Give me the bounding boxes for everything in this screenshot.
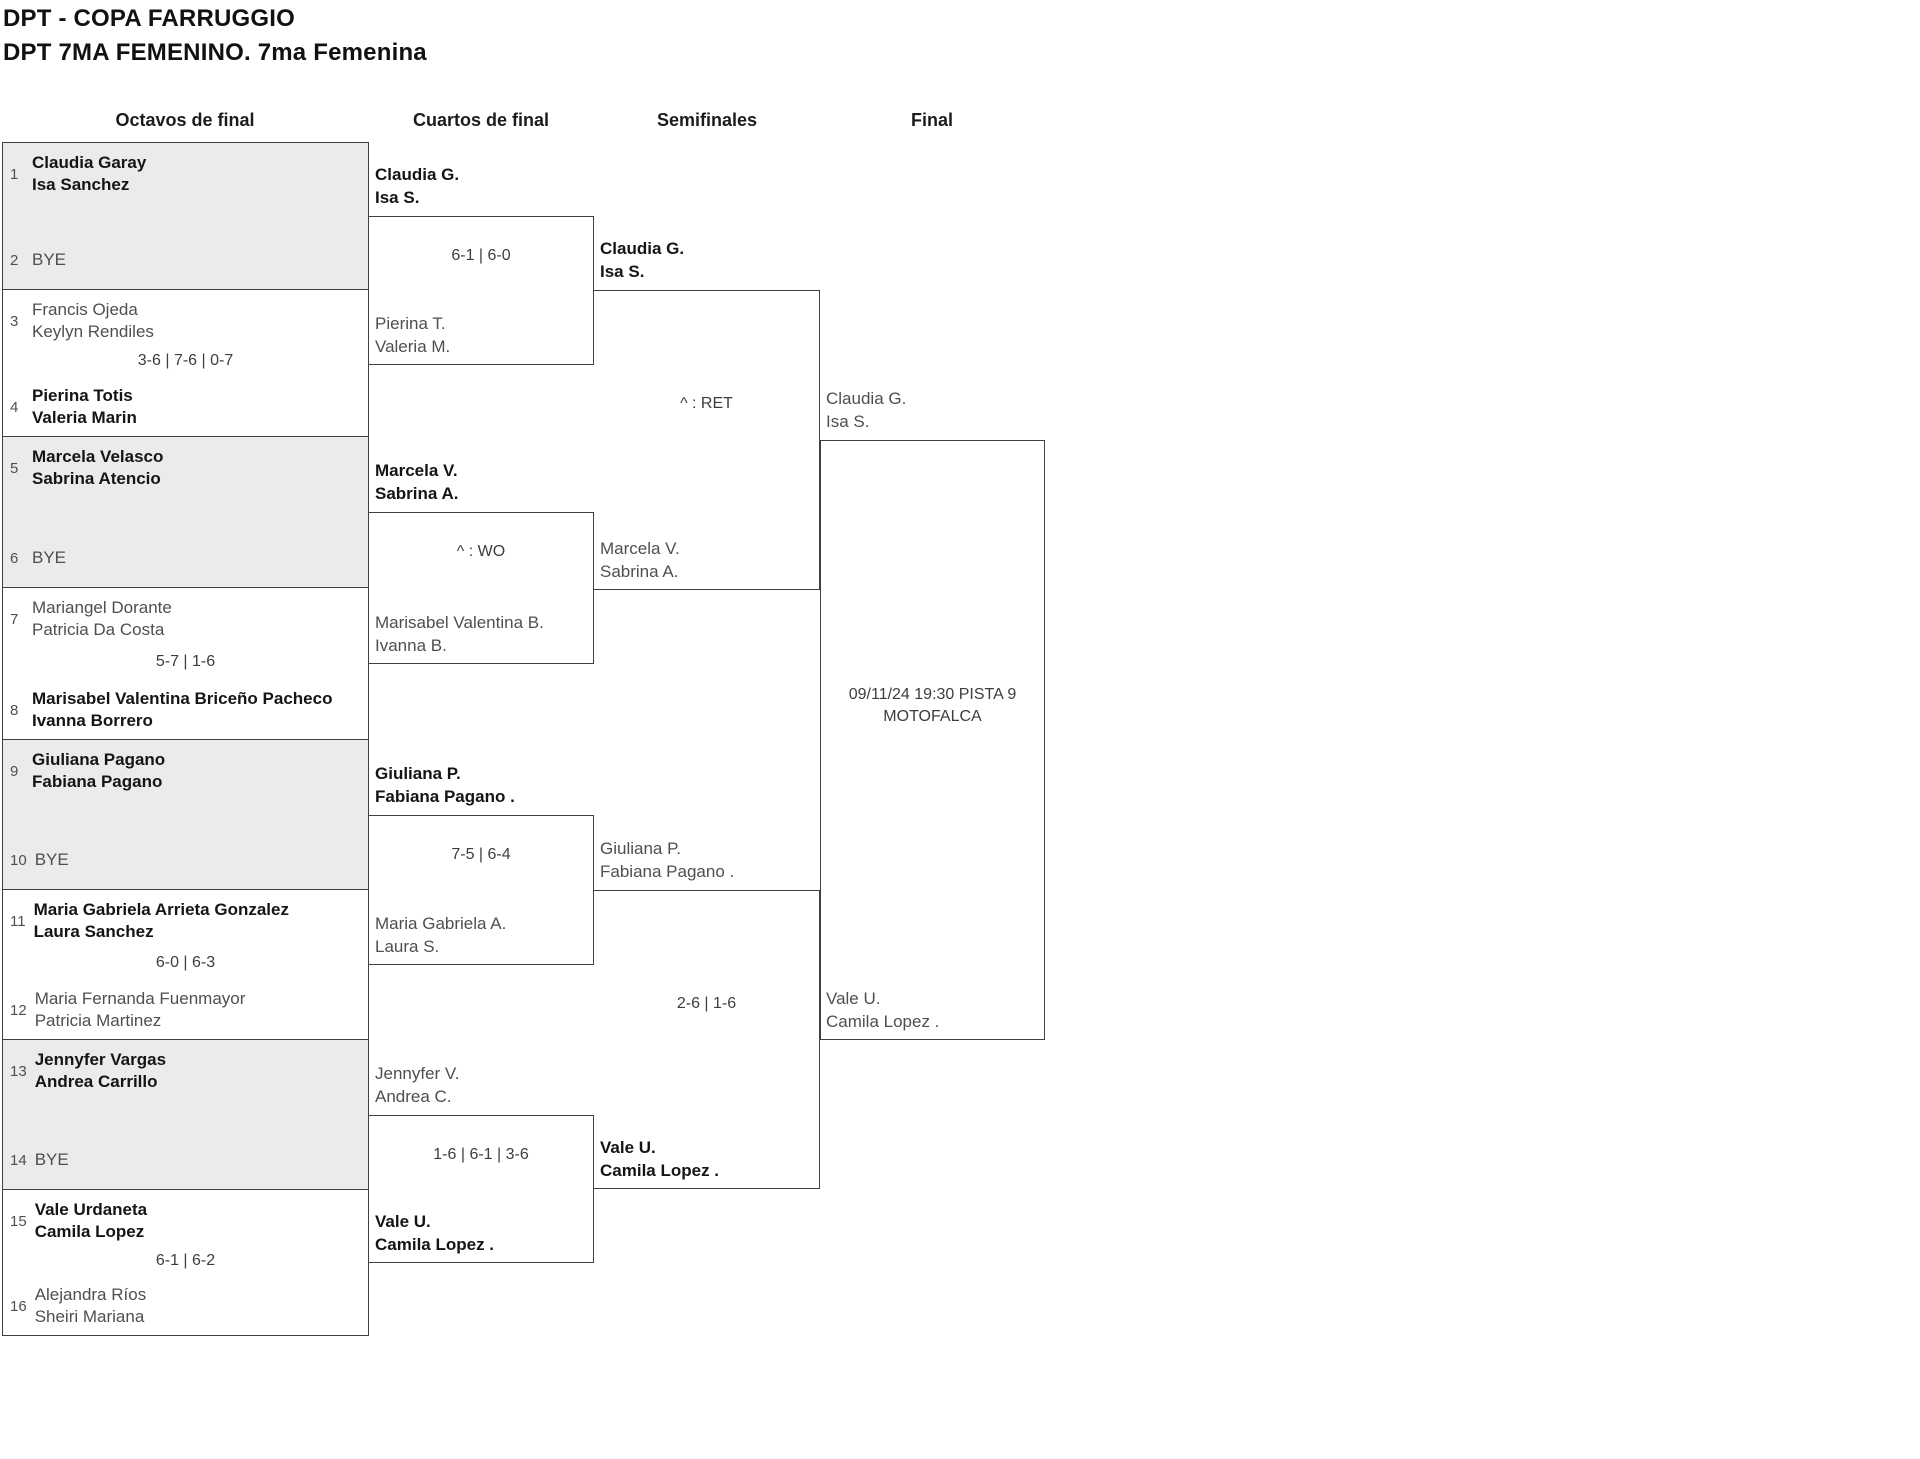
match-score: 2-6 | 1-6 bbox=[676, 995, 737, 1012]
sf-match-2[interactable]: 2-6 | 1-6 bbox=[594, 890, 820, 1189]
match-score: ^ : RET bbox=[680, 395, 733, 412]
tournament-title: DPT - COPA FARRUGGIO bbox=[3, 5, 295, 32]
sf-slot-team: Claudia G.Isa S. bbox=[600, 239, 685, 281]
qf-slot-team: Vale U.Camila Lopez . bbox=[375, 1212, 495, 1254]
seed-number: 16 bbox=[10, 1297, 27, 1315]
final-slot-team: Claudia G.Isa S. bbox=[826, 389, 907, 431]
seed-number: 3 bbox=[10, 312, 19, 330]
qf-slot-team: Maria Gabriela A.Laura S. bbox=[375, 914, 507, 956]
category-subtitle: DPT 7MA FEMENINO. 7ma Femenina bbox=[3, 39, 427, 66]
qf-match-4[interactable]: 1-6 | 6-1 | 3-6 bbox=[369, 1115, 594, 1263]
sf-match-1[interactable]: ^ : RET bbox=[594, 290, 820, 590]
bye-label: BYE bbox=[32, 548, 67, 567]
qf-slot-team: Pierina T.Valeria M. bbox=[375, 314, 451, 356]
team-row: 14 BYE bbox=[10, 1149, 361, 1171]
seed-number: 7 bbox=[10, 610, 19, 628]
qf-slot-team: Marcela V.Sabrina A. bbox=[375, 461, 459, 503]
match-score: 6-0 | 6-3 bbox=[155, 953, 216, 971]
seed-number: 10 bbox=[10, 851, 27, 869]
qf-slot-team: Giuliana P.Fabiana Pagano . bbox=[375, 764, 515, 806]
qf-match-2[interactable]: ^ : WO bbox=[369, 512, 594, 664]
team-row: 10 BYE bbox=[10, 849, 361, 871]
seed-number: 6 bbox=[10, 549, 19, 567]
match-score: ^ : WO bbox=[456, 543, 506, 560]
match-score: 3-6 | 7-6 | 0-7 bbox=[137, 352, 234, 369]
qf-match-1[interactable]: 6-1 | 6-0 bbox=[369, 216, 594, 365]
seed-number: 9 bbox=[10, 762, 19, 780]
seed-number: 14 bbox=[10, 1151, 27, 1169]
qf-slot-team: Marisabel Valentina B.Ivanna B. bbox=[375, 613, 544, 655]
match-score: 5-7 | 1-6 bbox=[155, 652, 216, 670]
sf-slot-team: Giuliana P.Fabiana Pagano . bbox=[600, 839, 735, 881]
seed-number: 13 bbox=[10, 1062, 27, 1080]
sf-slot-team: Vale U.Camila Lopez . bbox=[600, 1138, 720, 1180]
match-score: 6-1 | 6-0 bbox=[451, 247, 511, 264]
match-score: 6-1 | 6-2 bbox=[155, 1251, 216, 1269]
round-header-final: Final bbox=[910, 110, 953, 130]
bye-label: BYE bbox=[32, 250, 67, 269]
seed-number: 1 bbox=[10, 165, 19, 183]
seed-number: 4 bbox=[10, 398, 19, 416]
round-header-cuartos: Cuartos de final bbox=[412, 110, 550, 130]
round-header-semifinales: Semifinales bbox=[656, 110, 758, 130]
match-score: 7-5 | 6-4 bbox=[451, 846, 511, 863]
seed-number: 2 bbox=[10, 251, 19, 269]
bye-label: BYE bbox=[34, 1150, 69, 1169]
match-score: 1-6 | 6-1 | 3-6 bbox=[433, 1146, 529, 1163]
qf-match-3[interactable]: 7-5 | 6-4 bbox=[369, 815, 594, 965]
seed-number: 5 bbox=[10, 459, 19, 477]
round-header-octavos: Octavos de final bbox=[115, 110, 255, 130]
sf-slot-team: Marcela V.Sabrina A. bbox=[600, 539, 680, 581]
seed-number: 12 bbox=[10, 1001, 27, 1019]
seed-number: 8 bbox=[10, 701, 19, 719]
final-slot-team: Vale U.Camila Lopez . bbox=[826, 989, 940, 1031]
qf-slot-team: Jennyfer V.Andrea C. bbox=[375, 1064, 460, 1106]
seed-number: 11 bbox=[10, 912, 26, 930]
team-row: 2 BYE bbox=[10, 249, 361, 271]
bye-label: BYE bbox=[34, 850, 69, 869]
team-row: 6 BYE bbox=[10, 547, 361, 569]
seed-number: 15 bbox=[10, 1212, 27, 1230]
qf-slot-team: Claudia G.Isa S. bbox=[375, 165, 460, 207]
